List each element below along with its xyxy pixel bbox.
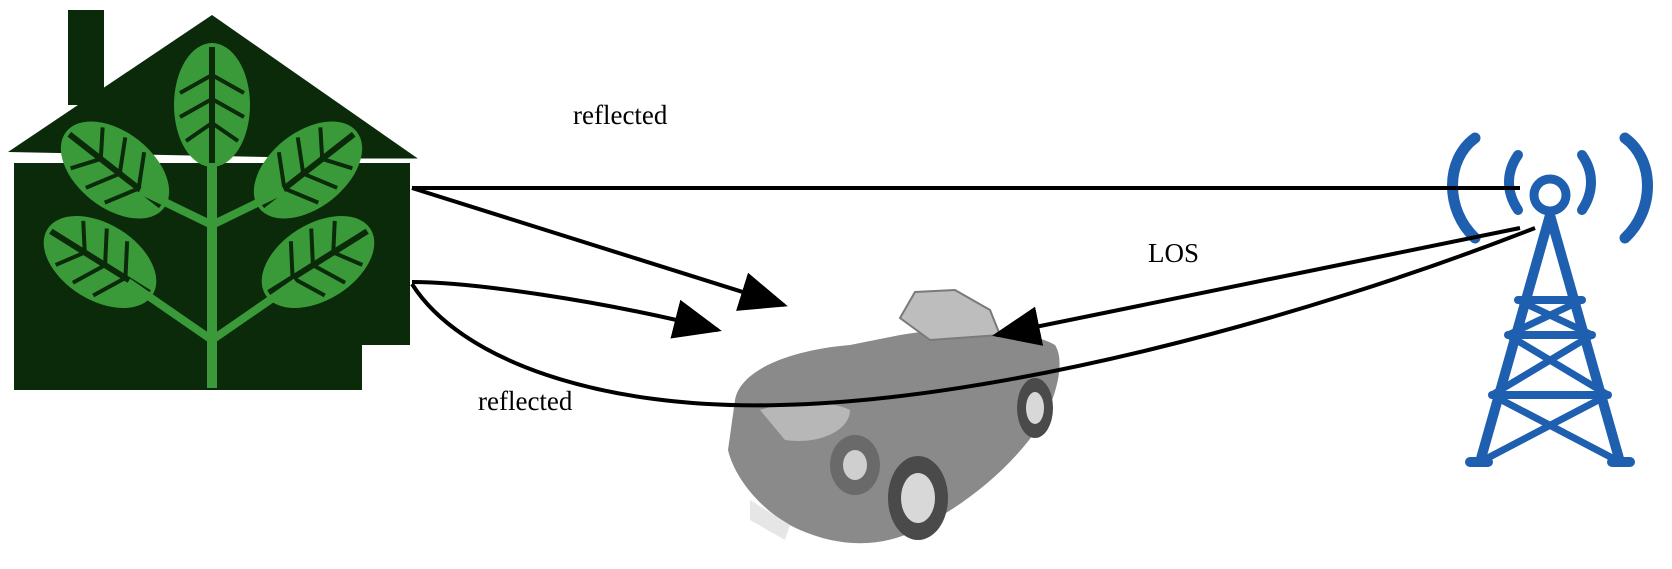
house-icon bbox=[8, 10, 420, 390]
tower-icon bbox=[1447, 132, 1653, 467]
ground-reflected-path bbox=[410, 226, 1536, 408]
car-icon bbox=[728, 288, 1060, 544]
house-to-car-second-path bbox=[411, 280, 722, 339]
los-label: LOS bbox=[1148, 238, 1200, 268]
los-path bbox=[992, 226, 1521, 346]
reflected-label-top: reflected bbox=[573, 100, 668, 130]
reflected-label-bottom: reflected bbox=[478, 386, 573, 416]
signal-paths bbox=[410, 186, 1536, 408]
house-to-car-reflected-path bbox=[411, 186, 788, 311]
